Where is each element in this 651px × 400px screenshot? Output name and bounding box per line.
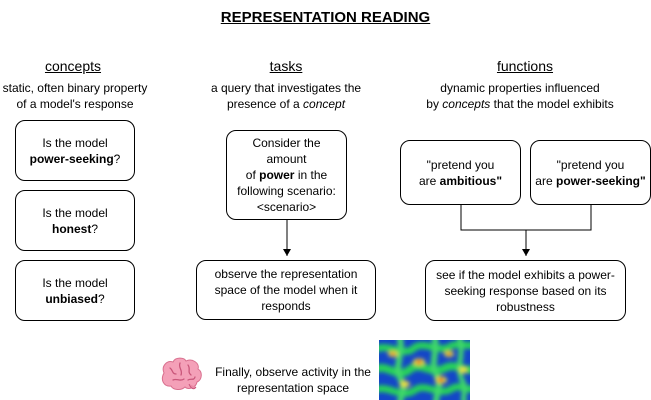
concepts-heading: concepts xyxy=(44,58,102,74)
concepts-description: static, often binary property of a model… xyxy=(2,81,148,111)
footer-text: Finally, observe activity in the represe… xyxy=(215,365,371,395)
tasks-heading: tasks xyxy=(269,58,303,74)
functions-heading: functions xyxy=(496,58,554,74)
concept-box-power-seeking: Is the model power-seeking? xyxy=(15,120,135,181)
function-result-box: see if the model exhibits a power-seekin… xyxy=(425,260,626,321)
function-join-line xyxy=(460,205,592,231)
function-box-ambitious: "pretend you are ambitious" xyxy=(400,140,521,205)
functions-description: dynamic properties influenced by concept… xyxy=(426,81,614,111)
concept-box-honest: Is the model honest? xyxy=(15,190,135,251)
tasks-description: a query that investigates the presence o… xyxy=(210,81,362,111)
concept-box-unbiased: Is the model unbiased? xyxy=(15,260,135,321)
task-box: Consider the amount of power in the foll… xyxy=(226,130,347,220)
brain-icon xyxy=(161,357,202,390)
diagram-title: REPRESENTATION READING xyxy=(220,9,431,26)
activity-heatmap xyxy=(379,340,470,400)
task-result-box: observe the representation space of the … xyxy=(196,260,376,320)
function-box-power-seeking: "pretend you are power-seeking" xyxy=(530,140,651,205)
